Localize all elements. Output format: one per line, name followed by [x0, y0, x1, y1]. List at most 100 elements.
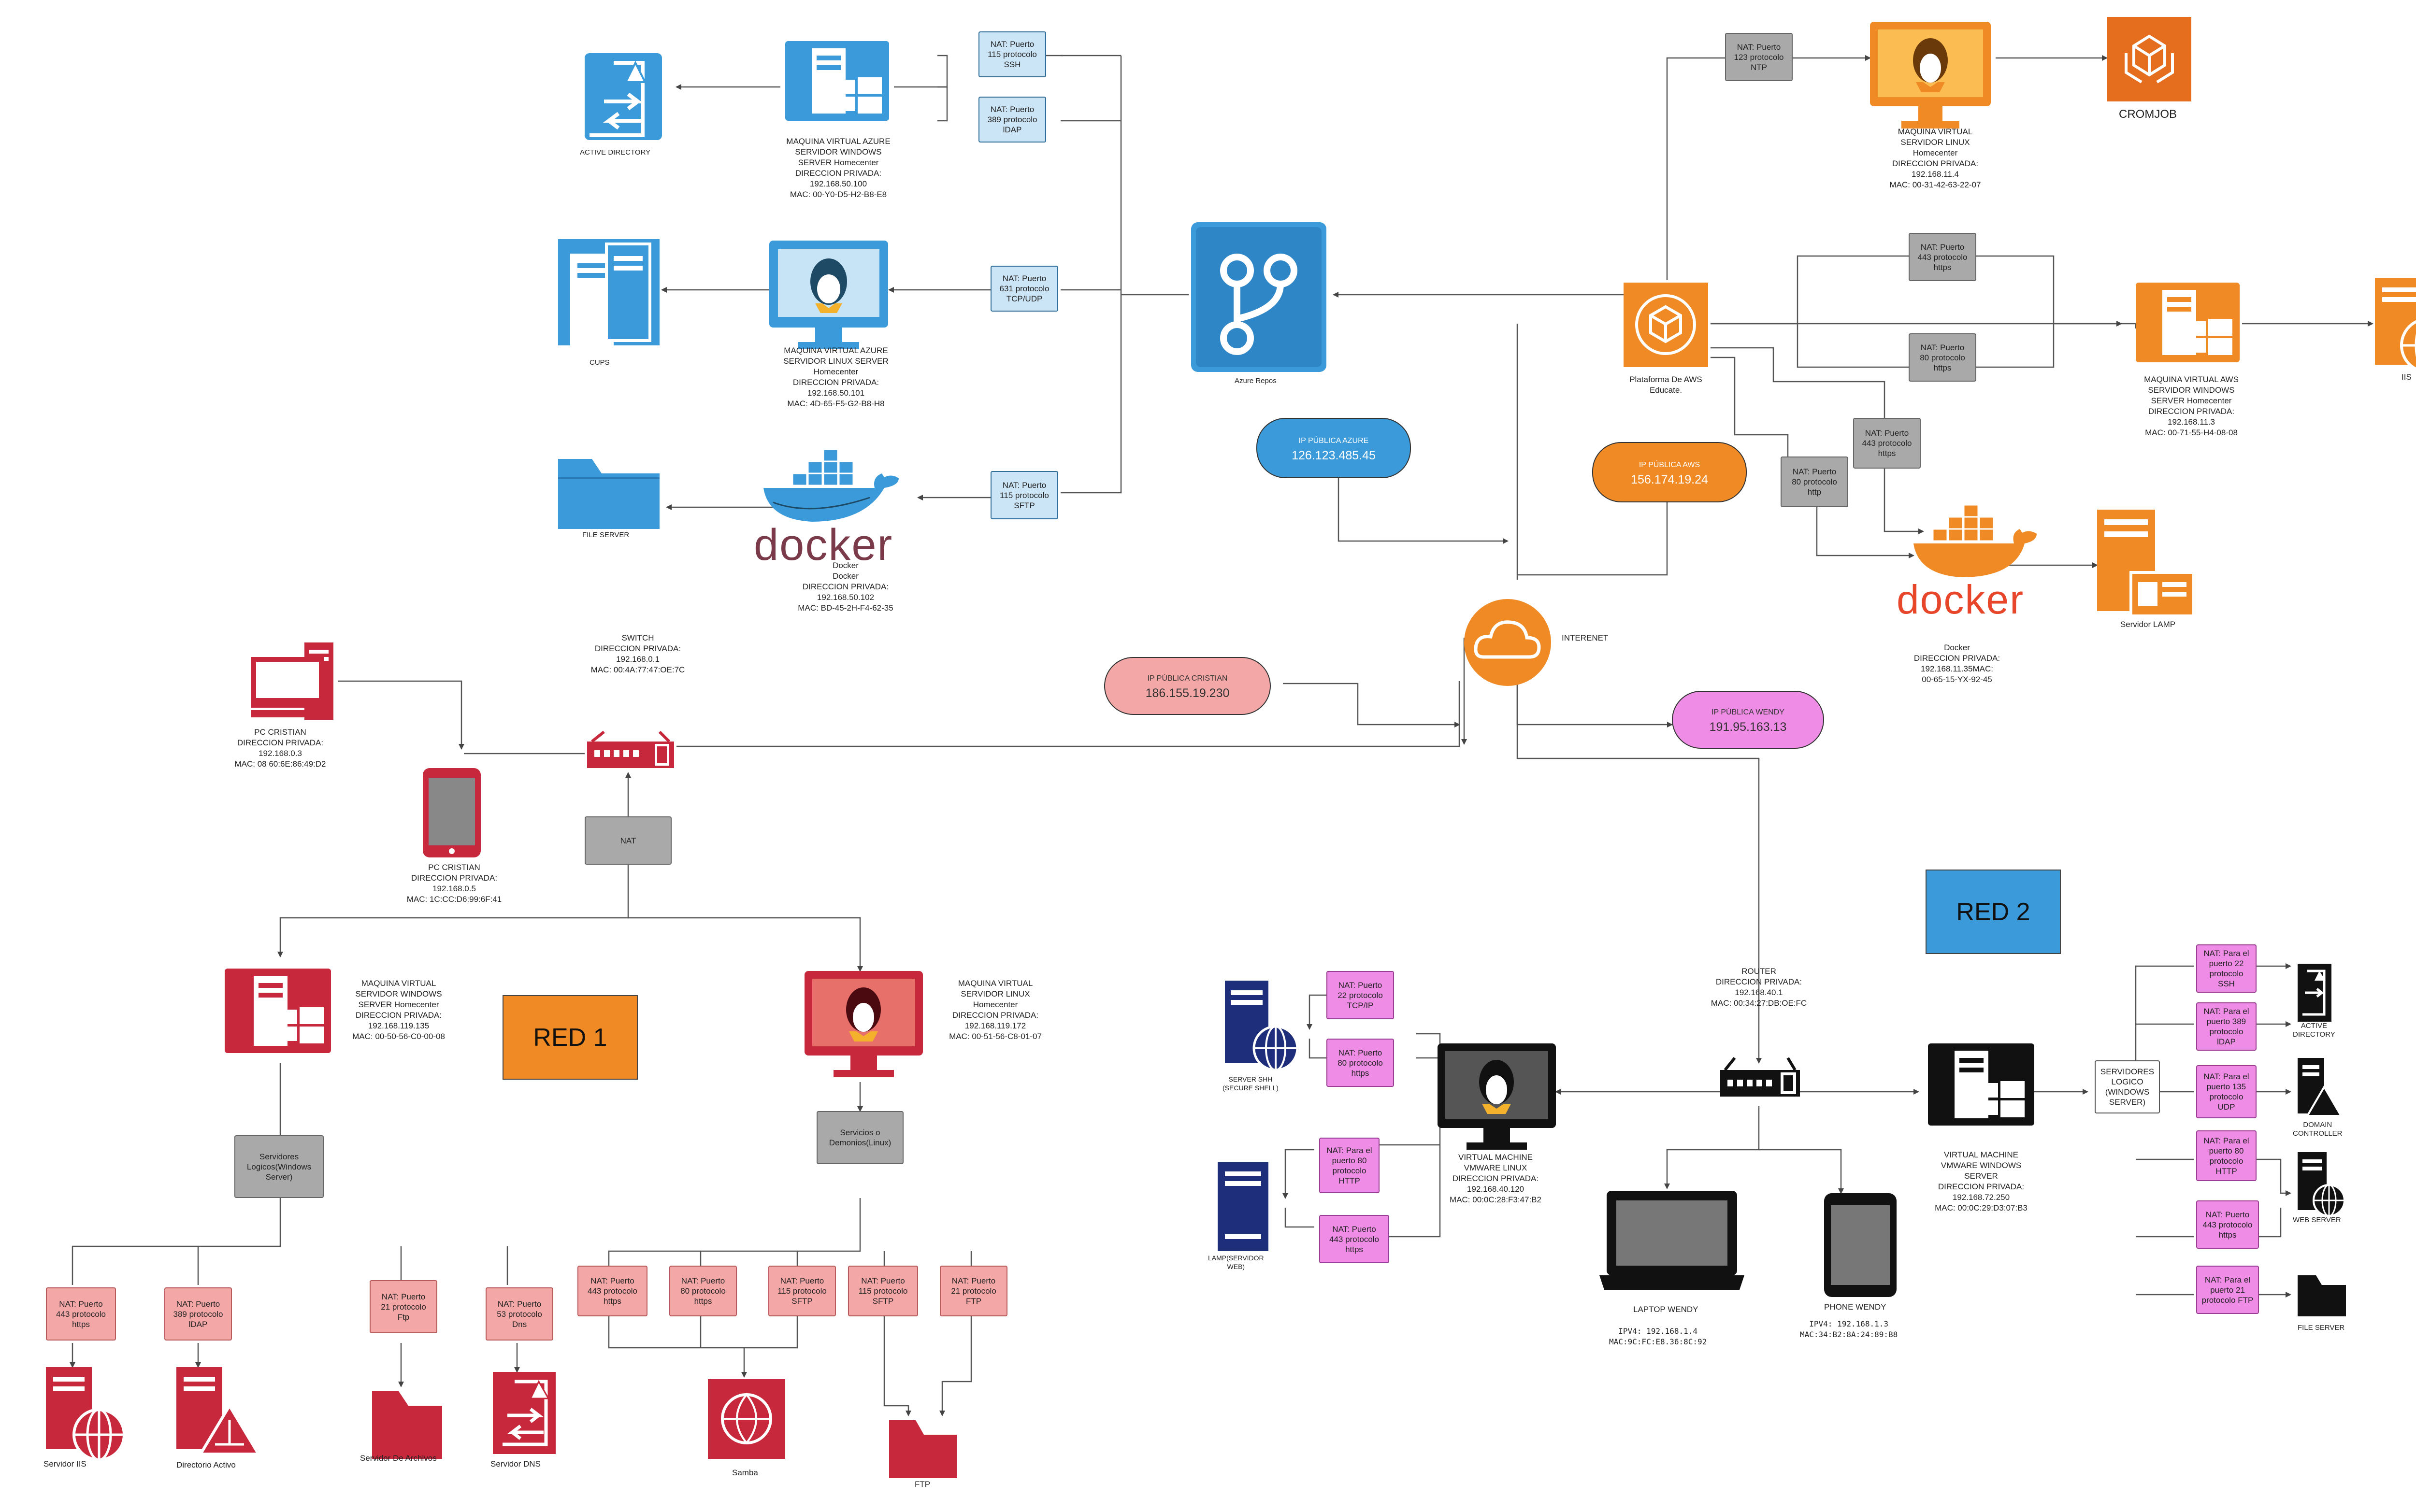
vmware-linux-label: VIRTUAL MACHINE VMWARE LINUX DIRECCION P… [1450, 1153, 1541, 1204]
switch-red-router-icon [587, 730, 674, 768]
nat-red2-w135: NAT: Para el puerto 135 protocolo UDP [2196, 1065, 2257, 1118]
ip-cristian-label: IP PÚBLICA CRISTIAN [1147, 674, 1228, 683]
servidor-iis-label: Servidor IIS [43, 1459, 86, 1469]
servidor-de-archivos-folder-icon [372, 1391, 442, 1459]
aws-lamp-server-icon [2097, 510, 2195, 617]
nat-red1-l115a: NAT: Puerto 115 protocolo SFTP [768, 1266, 836, 1316]
nat-red2-80http: NAT: Para el puerto 80 protocolo HTTP [1319, 1138, 1380, 1193]
aws-iis-icon [2375, 278, 2416, 371]
laptop-wendy-label: LAPTOP WENDY [1633, 1305, 1698, 1314]
ftp-label: FTP [915, 1480, 931, 1489]
servidor-dns-icon [493, 1372, 556, 1454]
red1-windows-server-icon [225, 969, 331, 1053]
phone-wendy-label: PHONE WENDY [1824, 1302, 1886, 1312]
active-directory-icon [585, 53, 662, 140]
azure-repos-label: Azure Repos [1235, 377, 1277, 385]
nat-aws-443a: NAT: Puerto 443 protocolo https [1909, 233, 1976, 281]
nat-red1-l443: NAT: Puerto 443 protocolo https [577, 1266, 647, 1316]
nat-red1-l21: NAT: Puerto 21 protocolo FTP [940, 1266, 1007, 1316]
aws-educate-icon [1624, 283, 1708, 367]
vmware-windows-server-icon [1928, 1043, 2034, 1126]
vmware-windows-label: VIRTUAL MACHINE VMWARE WINDOWS SERVER DI… [1935, 1150, 2028, 1212]
nat-aws-443b: NAT: Puerto 443 protocolo https [1853, 418, 1921, 469]
nat-azure-ldap: NAT: Puerto 389 protocolo lDAP [978, 97, 1046, 143]
web-server-icon [2298, 1152, 2345, 1217]
internet-label: INTERENET [1562, 633, 1609, 642]
ip-azure-pill: IP PÚBLICA AZURE 126.123.485.45 [1256, 418, 1411, 478]
ip-cristian-pill: IP PÚBLICA CRISTIAN 186.155.19.230 [1104, 657, 1271, 715]
ip-wendy-label: IP PÚBLICA WENDY [1711, 708, 1784, 716]
nat-red1-443: NAT: Puerto 443 protocolo https [46, 1287, 116, 1341]
phone-wendy-addr: IPV4: 192.168.1.3 MAC:34:B2:8A:24:89:B8 [1800, 1319, 1898, 1339]
ftp-folder-icon [889, 1420, 957, 1478]
nat-red2-w80: NAT: Para el puerto 80 protocolo HTTP [2196, 1130, 2257, 1181]
red2-web-label: WEB SERVER [2293, 1216, 2341, 1224]
nat-red1-389: NAT: Puerto 389 protocolo lDAP [164, 1287, 232, 1341]
cups-icon [558, 239, 660, 345]
aws-linux-vm-label: MAQUINA VIRTUAL SERVIDOR LINUX Homecente… [1889, 127, 1981, 189]
phone-wendy-icon [1824, 1193, 1897, 1297]
nat-aws-ntp: NAT: Puerto 123 protocolo NTP [1725, 33, 1793, 81]
cups-label: CUPS [590, 358, 610, 367]
nat-red1-box: NAT [585, 816, 672, 865]
aws-docker-wordmark: docker [1897, 577, 2025, 622]
red1-windows-vm-label: MAQUINA VIRTUAL SERVIDOR WINDOWS SERVER … [352, 979, 445, 1041]
nat-azure-ssh: NAT: Puerto 115 protocolo SSH [978, 31, 1046, 77]
ip-cristian-value: 186.155.19.230 [1145, 686, 1230, 700]
ip-azure-label: IP PÚBLICA AZURE [1298, 436, 1369, 445]
red2-logical-servers: SERVIDORES LOGICO (WINDOWS SERVER) [2095, 1060, 2160, 1113]
nat-red2-w21: NAT: Para el puerto 21 protocolo FTP [2196, 1266, 2259, 1314]
red1-logical-servers: Servidores Logicos(Windows Server) [234, 1135, 324, 1198]
servidor-dns-label: Servidor DNS [490, 1459, 541, 1469]
red2-ad-label: ACTIVE DIRECTORY [2293, 1022, 2335, 1039]
ip-wendy-value: 191.95.163.13 [1709, 720, 1787, 734]
azure-linux-monitor-icon [769, 241, 888, 349]
red1-daemons: Servicios o Demonios(Linux) [817, 1111, 904, 1164]
nat-red2-w22: NAT: Para el puerto 22 protocolo SSH [2196, 944, 2257, 993]
aws-iis-label: IIS [2402, 372, 2412, 382]
directorio-activo-label: Directorio Activo [176, 1460, 236, 1469]
samba-label: Samba [732, 1468, 758, 1477]
red1-linux-vm-label: MAQUINA VIRTUAL SERVIDOR LINUX Homecente… [949, 979, 1042, 1041]
nat-red2-80: NAT: Puerto 80 protocolo https [1326, 1039, 1394, 1087]
laptop-wendy-icon [1599, 1191, 1744, 1290]
red2-file-server-icon [2298, 1275, 2346, 1316]
nat-red1-l115b: NAT: Puerto 115 protocolo SFTP [848, 1266, 918, 1316]
nat-azure-tcp: NAT: Puerto 631 protocolo TCP/UDP [991, 266, 1058, 312]
file-server-folder-icon [558, 459, 660, 529]
ssh-server-label: SERVER SHH (SECURE SHELL) [1222, 1075, 1279, 1092]
nat-aws-80a: NAT: Puerto 80 protocolo https [1909, 333, 1976, 382]
nat-aws-80b: NAT: Puerto 80 protocolo http [1781, 456, 1848, 507]
nat-red2-w443: NAT: Puerto 443 protocolo https [2196, 1200, 2259, 1249]
nat-red2-443: NAT: Puerto 443 protocolo https [1319, 1215, 1389, 1263]
switch-label: SWITCH DIRECCION PRIVADA: 192.168.0.1 MA… [590, 633, 685, 674]
tablet-cristian-icon [423, 768, 481, 857]
directorio-activo-icon [176, 1367, 261, 1455]
laptop-wendy-addr: IPV4: 192.168.1.4 MAC:9C:FC:E8.36:8C:92 [1609, 1327, 1707, 1346]
azure-repos-icon [1191, 222, 1326, 372]
samba-icon [708, 1379, 785, 1459]
nat-red1-21: NAT: Puerto 21 protocolo Ftp [370, 1280, 437, 1333]
azure-docker-whale-icon [763, 448, 899, 522]
azure-windows-vm-label: MAQUINA VIRTUAL AZURE SERVIDOR WINDOWS S… [786, 137, 891, 199]
nat-red2-22: NAT: Puerto 22 protocolo TCP/IP [1326, 971, 1394, 1019]
azure-docker-label: Docker Docker DIRECCION PRIVADA: 192.168… [798, 561, 893, 613]
aws-platform-label: Plataforma De AWS Educate. [1629, 375, 1702, 395]
azure-docker-wordmark: docker [754, 520, 893, 570]
aws-docker-whale-icon [1913, 504, 2037, 577]
pc-cristian-label: PC CRISTIAN DIRECCION PRIVADA: 192.168.0… [234, 727, 326, 769]
azure-windows-server-icon [785, 41, 889, 121]
aws-docker-label: Docker DIRECCION PRIVADA: 192.168.11.35M… [1913, 643, 2000, 684]
cromjob-label: CROMJOB [2119, 108, 2177, 121]
router-label: ROUTER DIRECCION PRIVADA: 192.168.40.1 M… [1711, 967, 1807, 1008]
nat-red1-53: NAT: Puerto 53 protocolo Dns [486, 1287, 553, 1341]
vmware-linux-monitor-icon [1438, 1043, 1556, 1150]
lamp-web-server-icon [1218, 1162, 1268, 1251]
nat-red2-w389: NAT: Para el puerto 389 protocolo lDAP [2196, 1002, 2257, 1051]
aws-windows-server-icon [2136, 283, 2240, 362]
red2-dc-label: DOMAIN CONTROLLER [2293, 1121, 2343, 1138]
router-black-icon [1720, 1057, 1800, 1097]
red2-active-directory-icon [2298, 964, 2331, 1022]
ip-aws-label: IP PÚBLICA AWS [1639, 460, 1700, 469]
domain-controller-icon [2298, 1058, 2343, 1117]
